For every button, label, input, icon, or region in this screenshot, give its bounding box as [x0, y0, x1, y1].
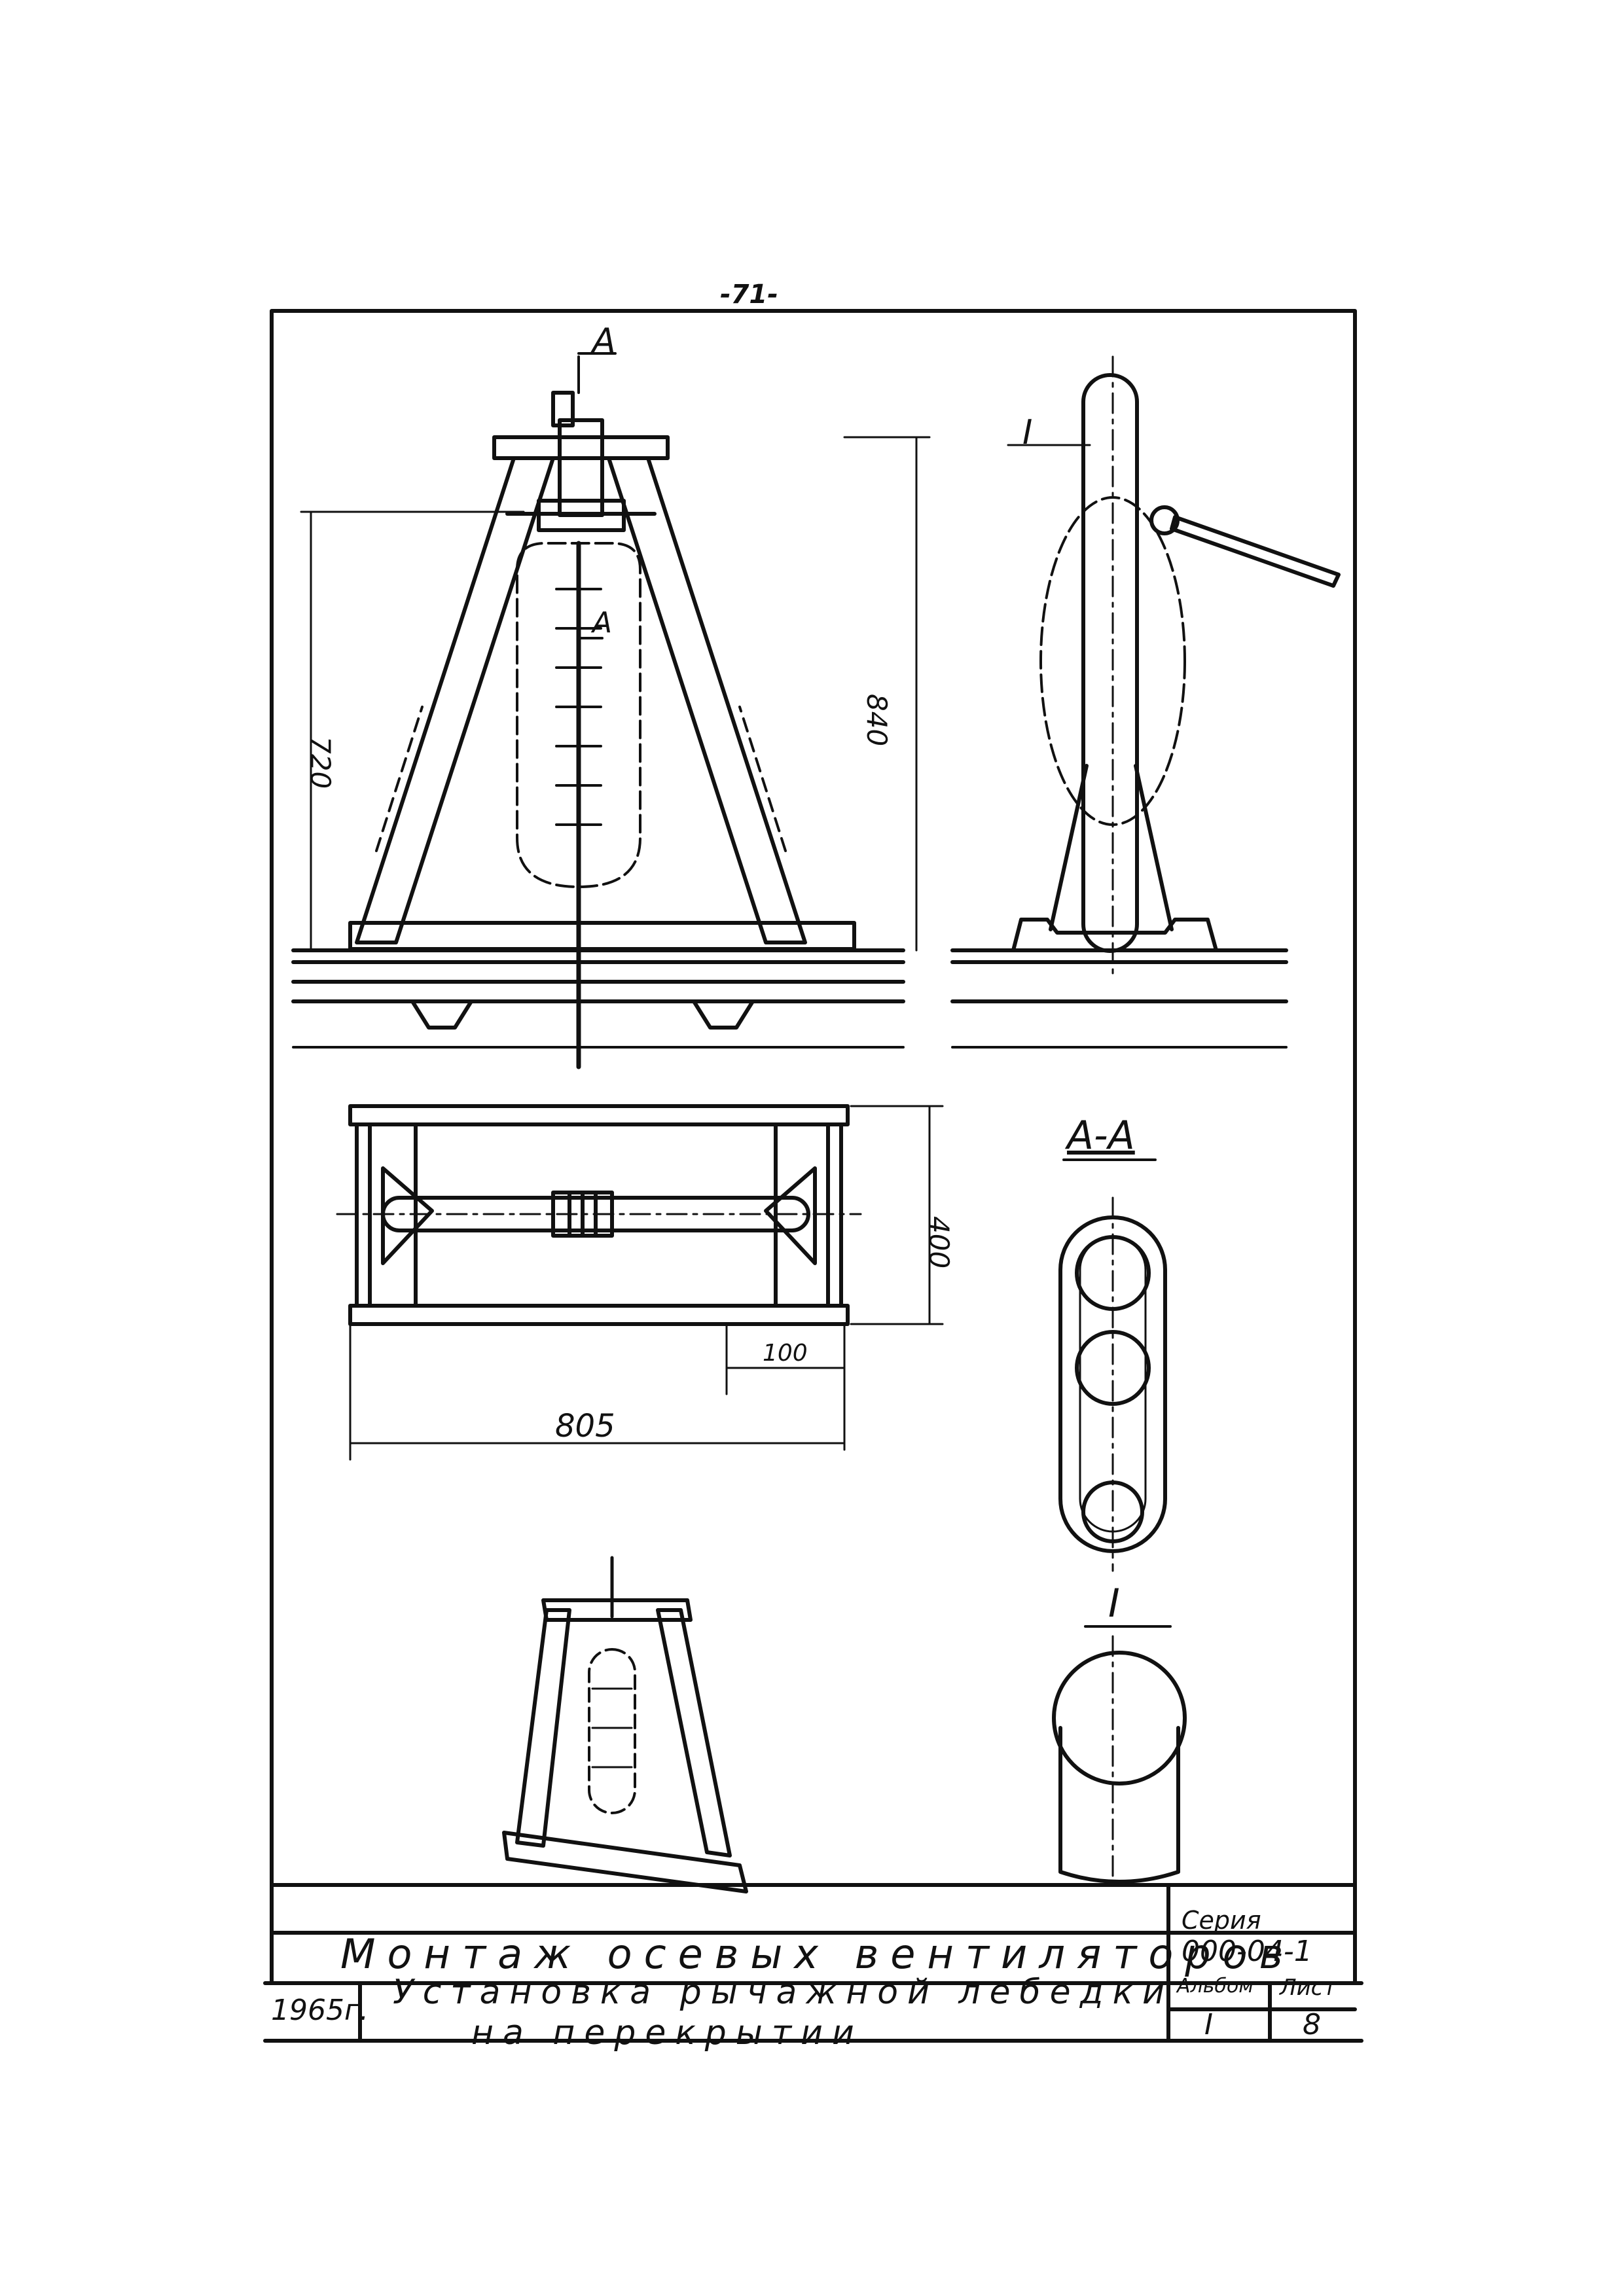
title-block-album-label: Альбом [1177, 1975, 1254, 1998]
section-title: А-А [1067, 1113, 1135, 1158]
front-view-winch [291, 352, 931, 1069]
dimension-plan-offset: 100 [763, 1340, 808, 1367]
side-view-winch [950, 355, 1341, 1049]
plan-view-winch [336, 1104, 944, 1461]
drawing-frame [270, 309, 1357, 1935]
section-mark-mid: А [592, 606, 613, 639]
detail-i [1052, 1625, 1187, 1886]
dimension-plan-depth: 400 [923, 1216, 955, 1269]
title-block-album-value: I [1204, 2008, 1213, 2041]
perspective-sketch [502, 1556, 748, 1893]
section-a-a [1058, 1158, 1167, 1572]
page-number: -71- [720, 279, 778, 310]
title-block [263, 1883, 1363, 2043]
dimension-height-pivot: 720 [304, 736, 336, 789]
title-block-title: Монтаж осевых вентиляторов [340, 1930, 1295, 1978]
title-block-subtitle-line1: Установка рычажной лебедки [393, 1973, 1174, 2012]
section-mark-top: А [592, 321, 616, 361]
detail-mark-bottom: I [1108, 1581, 1120, 1626]
detail-mark-side: I [1022, 413, 1033, 452]
dimension-height-total: 840 [861, 694, 893, 747]
title-block-series-value: 000-04-1 [1182, 1935, 1312, 1968]
title-block-subtitle-line2: на перекрытии [471, 2013, 863, 2053]
dimension-plan-width: 805 [555, 1408, 615, 1444]
title-block-sheet-value: 8 [1303, 2008, 1321, 2041]
title-block-series-label: Серия [1182, 1906, 1261, 1935]
title-block-year: 1965г. [271, 1994, 369, 2027]
title-block-sheet-label: Лист [1280, 1975, 1337, 2001]
